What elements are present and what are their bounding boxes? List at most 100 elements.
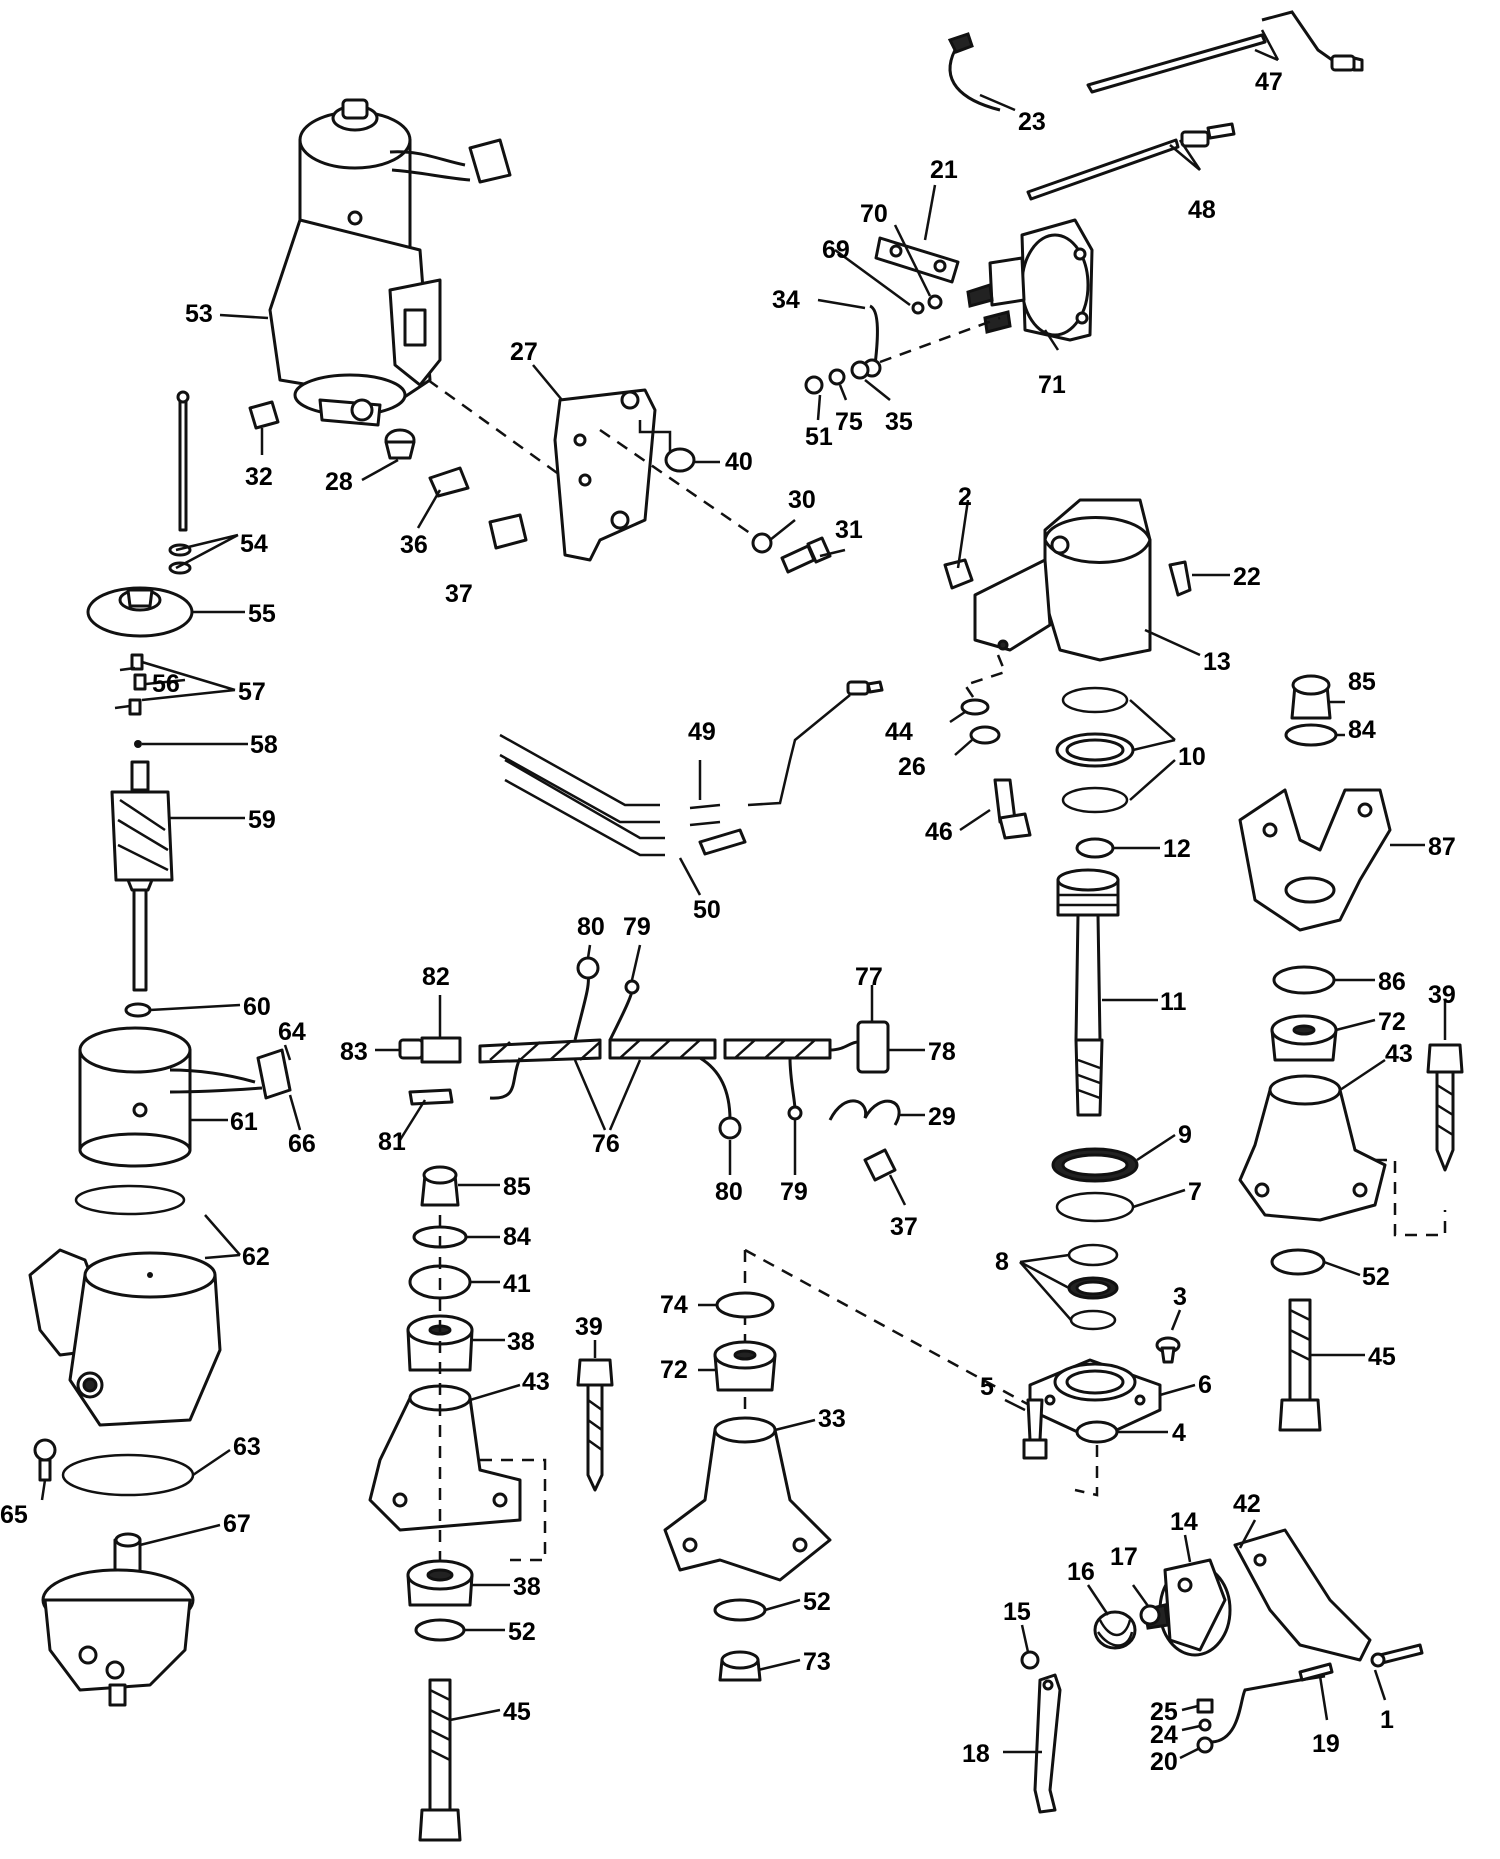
wire-clip-23 [947, 32, 1001, 112]
callout: 56 [152, 670, 180, 698]
callout: 43 [1385, 1040, 1413, 1068]
washer-75 [828, 368, 846, 386]
o-ring-63 [61, 1453, 195, 1497]
callout: 8 [995, 1248, 1009, 1276]
callout: 22 [1233, 563, 1261, 591]
screw-65 [33, 1438, 57, 1482]
o-ring-8a [1067, 1243, 1119, 1267]
washer-86 [1272, 965, 1336, 995]
mount-43-left [368, 1384, 522, 1532]
trim-motor-53 [268, 98, 512, 427]
callout: 54 [240, 530, 268, 558]
callout: 3 [1173, 1283, 1187, 1311]
mount-38-lower [406, 1559, 474, 1607]
callout: 18 [962, 1740, 990, 1768]
callout: 64 [278, 1018, 306, 1046]
callout: 74 [660, 1291, 688, 1319]
callout: 65 [0, 1501, 28, 1529]
callout: 47 [1255, 68, 1283, 96]
leader-line [638, 420, 672, 455]
callout: 70 [860, 200, 888, 228]
callout: 42 [1233, 1490, 1261, 1518]
assembly-line [1375, 1158, 1447, 1237]
callout: 34 [772, 286, 800, 314]
o-ring-8c [1069, 1309, 1117, 1331]
callout: 33 [818, 1405, 846, 1433]
nut-51 [804, 375, 824, 395]
retaining-ring-12 [1075, 837, 1115, 859]
screw-5 [1022, 1398, 1048, 1460]
callout: 48 [1188, 196, 1216, 224]
callout: 24 [1150, 1721, 1178, 1749]
washer-60 [124, 1002, 152, 1018]
callout: 60 [243, 993, 271, 1021]
washer-24 [1198, 1718, 1212, 1732]
lockwasher-26 [969, 725, 1001, 745]
washer-35 [850, 360, 870, 380]
callout: 63 [233, 1433, 261, 1461]
callout: 4 [1172, 1419, 1186, 1447]
callout: 86 [1378, 968, 1406, 996]
washer-4 [1075, 1420, 1119, 1444]
callout: 46 [925, 818, 953, 846]
callout: 82 [422, 963, 450, 991]
callout: 16 [1067, 1558, 1095, 1586]
callout: 27 [510, 338, 538, 366]
assembly-line [963, 654, 1007, 701]
callout: 30 [788, 486, 816, 514]
washer-17 [1139, 1604, 1161, 1626]
assembly-line [427, 378, 561, 477]
clip-37-upper [488, 513, 528, 550]
callout: 35 [885, 408, 913, 436]
lever-18 [1033, 1673, 1062, 1814]
callout: 29 [928, 1103, 956, 1131]
callout: 75 [835, 408, 863, 436]
nut-85-right [1290, 674, 1332, 720]
callout: 85 [1348, 668, 1376, 696]
nut-15 [1020, 1650, 1040, 1670]
callout: 66 [288, 1130, 316, 1158]
callout: 59 [248, 806, 276, 834]
washer-44 [960, 698, 990, 716]
mount-72-center [713, 1340, 777, 1392]
screw-3 [1155, 1336, 1181, 1364]
pin-1 [1370, 1643, 1424, 1668]
assembly-line [480, 1458, 547, 1562]
bolt-39-center [576, 1358, 614, 1492]
nut-85-left [420, 1165, 460, 1207]
callout: 79 [623, 913, 651, 941]
callout: 71 [1038, 371, 1066, 399]
callout: 10 [1178, 743, 1206, 771]
leader-lines [40, 29, 1447, 1760]
callout: 58 [250, 731, 278, 759]
bolt-45-right [1278, 1298, 1322, 1432]
motor-housing-61 [78, 1026, 292, 1168]
callout: 11 [1160, 988, 1187, 1016]
pin-19 [1298, 1662, 1334, 1682]
callout: 84 [503, 1223, 531, 1251]
callout: 76 [592, 1130, 620, 1158]
callout: 72 [1378, 1008, 1406, 1036]
nut-70 [927, 294, 943, 310]
callout: 39 [575, 1313, 603, 1341]
callout: 80 [715, 1178, 743, 1206]
callout: 9 [1178, 1121, 1192, 1149]
callout: 14 [1170, 1508, 1198, 1536]
bracket-42 [1233, 1528, 1372, 1662]
bolt-39-right [1426, 1043, 1464, 1172]
washer-30 [751, 532, 773, 554]
callout: 37 [445, 580, 473, 608]
callout: 49 [688, 718, 716, 746]
washer-52-right [1270, 1248, 1326, 1276]
mount-43-right [1238, 1074, 1387, 1222]
callout: 45 [1368, 1343, 1396, 1371]
seal-10 [1055, 732, 1135, 768]
callout: 1 [1380, 1706, 1394, 1734]
switch-14 [1143, 1558, 1232, 1657]
washer-52-left [414, 1618, 466, 1642]
nut-73 [718, 1650, 762, 1682]
callout: 85 [503, 1173, 531, 1201]
callout: 81 [378, 1128, 406, 1156]
fuel-tube-48 [1026, 122, 1236, 201]
solenoid-71 [966, 218, 1094, 342]
